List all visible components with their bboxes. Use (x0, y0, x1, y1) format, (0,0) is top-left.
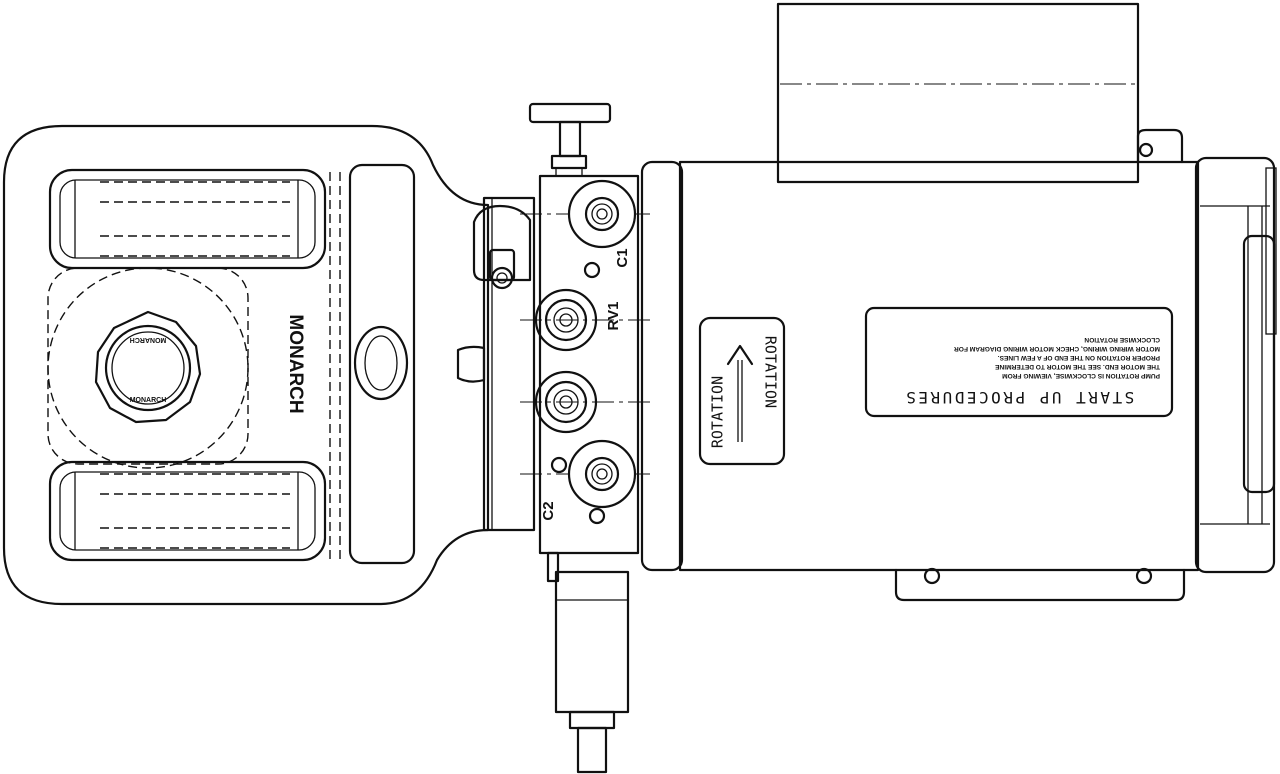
startup-line-1: PUMP ROTATION IS CLOCKWISE, VIEWING FROM (1002, 372, 1160, 379)
rotation-arrow-icon (726, 344, 754, 442)
electric-motor (640, 128, 1277, 602)
reservoir-tank: MONARCH MONARCH MONARCH (2, 124, 490, 606)
port-c1-label: C1 (614, 248, 631, 267)
brand-label: MONARCH (285, 314, 306, 413)
junction-box (776, 2, 1140, 184)
port-c2-label: C2 (540, 501, 557, 520)
startup-line-2: THE MOTOR END. SEE THE MOTOR TO DETERMIN… (995, 363, 1160, 370)
cap-brand-text-bottom: MONARCH (130, 397, 167, 404)
solenoid-cartridge (546, 551, 630, 774)
check-valve (534, 370, 598, 434)
filler-breather-cap: MONARCH MONARCH (94, 310, 202, 424)
relief-valve-label: RV1 (605, 302, 622, 331)
relief-valve-rv1 (534, 288, 598, 352)
port-c2 (550, 439, 637, 525)
startup-line-4: MOTOR WIRING WIRING, CHECK MOTOR WIRING … (954, 345, 1160, 352)
startup-title: START UP PROCEDURES (904, 388, 1135, 407)
rotation-text-right: ROTATION (762, 336, 780, 408)
pressure-adjust-knob (528, 102, 612, 176)
port-c1 (567, 179, 637, 279)
startup-line-5: CLOCKWISE ROTATION (1084, 336, 1160, 343)
tank-handle-bottom (48, 460, 327, 562)
rotation-label-plate: ROTATION ROTATION (698, 316, 786, 466)
adapter-plate (472, 196, 536, 532)
valve-manifold: C1 RV1 C2 (520, 174, 655, 555)
rotation-text-left: ROTATION (709, 376, 727, 448)
cap-brand-text-top: MONARCH (130, 336, 167, 343)
tank-handle-top (48, 168, 327, 270)
startup-procedures-decal: START UP PROCEDURES PUMP ROTATION IS CLO… (864, 306, 1174, 418)
startup-line-3: PROPER ROTATION ON THE END OF A FEW LINE… (998, 354, 1160, 361)
